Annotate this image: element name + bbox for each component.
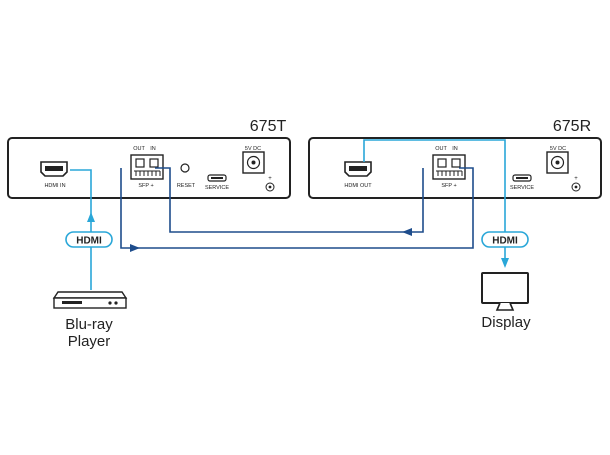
- fiber-cable-tx-to-rx: [120, 167, 474, 249]
- hdmi-out-label: HDMI OUT: [344, 183, 372, 189]
- reset-button: [180, 163, 190, 173]
- fiber-arrow-tx-to-rx: [130, 244, 140, 252]
- receiver-unit: 675R HDMI OUT OUT IN SFP + SERVICE: [308, 118, 602, 199]
- transmitter-model-label: 675T: [250, 118, 287, 135]
- sink-device-label: Display: [481, 314, 531, 331]
- hdmi-out-port: [344, 161, 372, 177]
- hdmi-badge-source-label: HDMI: [76, 236, 102, 247]
- rx-power-jack: [546, 151, 569, 174]
- hdmi-badge-sink: HDMI: [481, 231, 529, 248]
- power-label: 5V DC: [245, 146, 261, 152]
- hdmi-badge-sink-label: HDMI: [492, 236, 518, 247]
- reset-label: RESET: [177, 183, 196, 189]
- sfp-in-label: IN: [150, 146, 156, 152]
- svg-text:+: +: [268, 176, 272, 182]
- svg-text:+: +: [574, 176, 578, 182]
- rx-sfp-port: [432, 154, 466, 180]
- receiver-model-label: 675R: [553, 118, 591, 135]
- hdmi-in-port: [40, 161, 68, 177]
- fiber-cable-rx-to-tx: [155, 167, 424, 233]
- sfp-port: [130, 154, 164, 180]
- hdmi-source-arrow: [87, 212, 95, 222]
- rx-sfp-label: SFP +: [441, 183, 456, 189]
- hdmi-in-label: HDMI IN: [44, 183, 65, 189]
- transmitter-unit: 675T HDMI IN OUT IN SFP + RESET: [7, 118, 291, 199]
- fiber-arrow-rx-to-tx: [402, 228, 412, 236]
- hdmi-badge-source: HDMI: [65, 231, 113, 248]
- hdmi-cable-source: [70, 169, 92, 290]
- rx-sfp-in-label: IN: [452, 146, 458, 152]
- bluray-player-icon: [52, 291, 128, 309]
- rx-power-label: 5V DC: [550, 146, 566, 152]
- hdmi-cable-sink: [363, 139, 506, 262]
- rx-polarity-icon: +: [571, 176, 581, 192]
- sfp-label: SFP +: [138, 183, 153, 189]
- source-device-label-line1: Blu-ray: [65, 316, 113, 333]
- power-jack: [242, 151, 265, 174]
- monitor-icon: [481, 272, 529, 311]
- rx-service-label: SERVICE: [510, 185, 534, 191]
- sfp-out-label: OUT: [133, 146, 145, 152]
- source-device-label-line2: Player: [68, 333, 111, 350]
- hdmi-sink-arrow: [501, 258, 509, 268]
- service-label: SERVICE: [205, 185, 229, 191]
- polarity-icon: +: [265, 176, 275, 192]
- rx-sfp-out-label: OUT: [435, 146, 447, 152]
